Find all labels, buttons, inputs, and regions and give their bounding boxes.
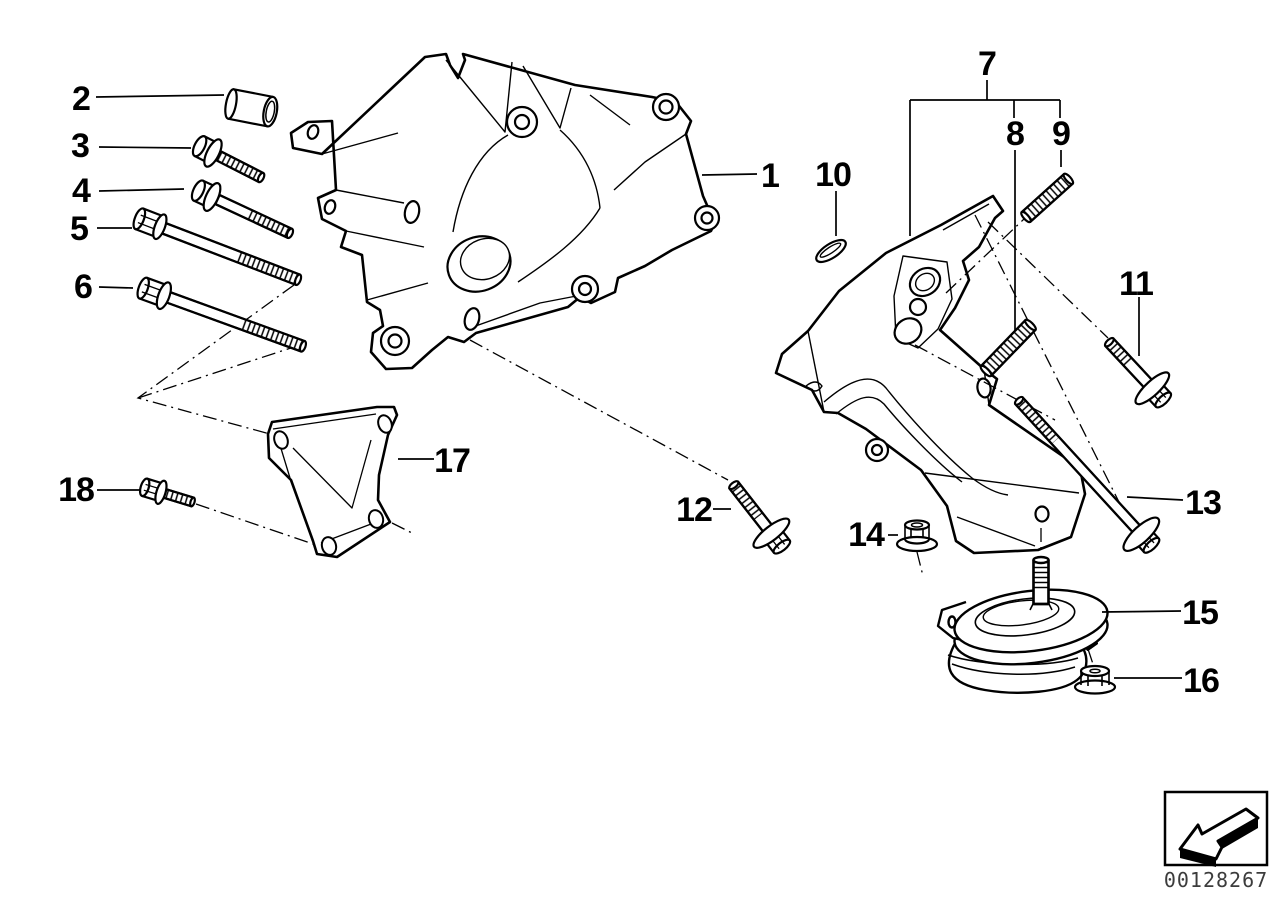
callout-17: 17 — [434, 442, 471, 480]
part-11-flange-bolt — [1103, 336, 1173, 409]
callout-13: 13 — [1185, 484, 1222, 522]
part-4-bolt — [190, 179, 295, 240]
part-7-holes — [864, 266, 1050, 523]
callout-18: 18 — [58, 471, 95, 509]
part-1-engine-support-bracket-left — [289, 52, 721, 371]
part-16-collar-nut — [1073, 664, 1117, 695]
direction-arrow-box — [1163, 790, 1269, 867]
callout-14: 14 — [848, 516, 885, 554]
callout-4: 4 — [72, 172, 91, 210]
part-7-detail-lines — [805, 203, 1080, 547]
callout-5: 5 — [70, 210, 89, 248]
part-8-stud — [979, 318, 1037, 378]
direction-arrow-icon — [1178, 807, 1260, 867]
part-5-bolt — [132, 207, 303, 287]
part-15-engine-mount — [936, 555, 1109, 694]
part-1-rib-lines — [321, 59, 687, 329]
callout-8: 8 — [1006, 115, 1025, 153]
callout-7: 7 — [978, 45, 997, 83]
part-13-flange-bolt-long — [1013, 395, 1161, 554]
callout-12: 12 — [676, 491, 713, 529]
part-2-spacer-sleeve — [224, 88, 279, 128]
callout-9: 9 — [1052, 115, 1071, 153]
part-6-bolt — [136, 276, 308, 353]
callout-3: 3 — [71, 127, 90, 165]
image-code: 00128267 — [1163, 868, 1269, 892]
part-18-bolt — [138, 477, 196, 508]
part-1-holes — [306, 92, 721, 357]
leader-lines — [95, 80, 1184, 679]
part-10-o-ring — [815, 238, 847, 264]
part-17-holes — [273, 414, 393, 556]
mount-top-stud — [1029, 555, 1053, 611]
callout-6: 6 — [74, 268, 93, 306]
callout-10: 10 — [815, 156, 852, 194]
part-3-bolt — [191, 135, 266, 184]
callout-11: 11 — [1119, 265, 1154, 303]
part-9-stud — [1020, 172, 1075, 224]
part-7-engine-support-bracket-right — [774, 194, 1087, 555]
callout-16: 16 — [1183, 662, 1220, 700]
callout-2: 2 — [72, 80, 91, 118]
callout-15: 15 — [1182, 594, 1219, 632]
part-17-gusset-bracket — [266, 405, 399, 559]
part-14-flange-nut — [895, 519, 939, 553]
callout-1: 1 — [761, 157, 780, 195]
part-12-flange-bolt — [728, 480, 792, 555]
